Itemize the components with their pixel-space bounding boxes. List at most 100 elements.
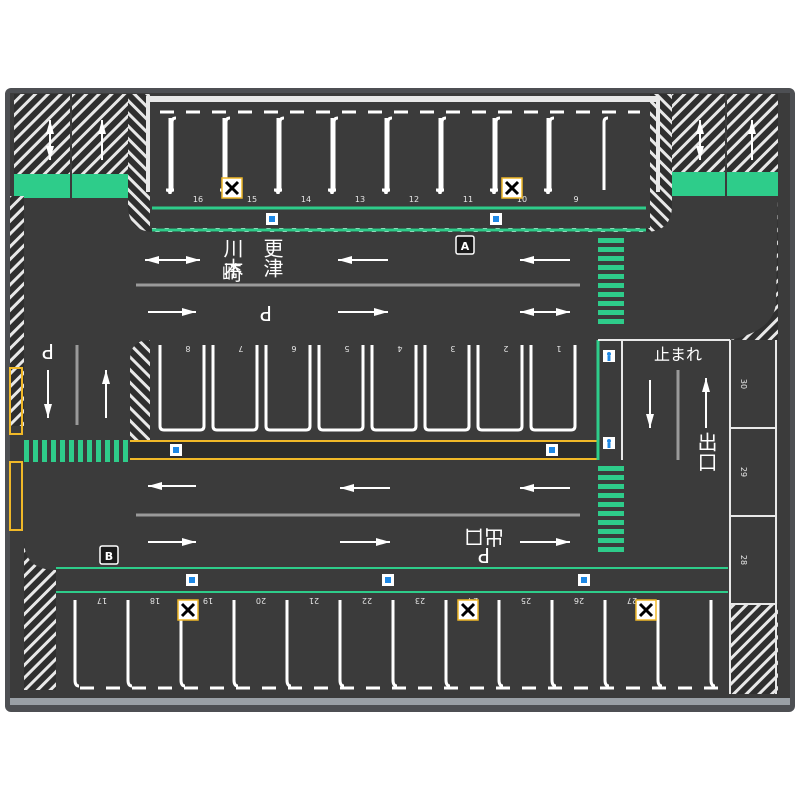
crosswalk-stripe [598,265,624,270]
road-arrow-icon [145,256,200,264]
ev-charging-icon [490,213,502,225]
stall-number: 27 [627,596,637,605]
stall-number: 1 [556,344,561,353]
stall-number: 2 [503,344,508,353]
stall-number: 3 [450,344,455,353]
parking-stall [327,118,337,195]
crosswalk-stripe [598,310,624,315]
left-yellow-edge [9,367,23,531]
pedestrian-icon [603,350,615,362]
road-text-3: 更津 [260,238,284,278]
crosswalk-stripe [60,440,65,462]
parking-stall [489,118,499,195]
parking-stall [211,345,259,432]
crosswalk-stripe [598,466,624,471]
stall-number: 18 [150,596,160,605]
crosswalk-stripe [598,292,624,297]
road-arrow-icon [748,120,756,160]
exit-text-rotated: 出口 [464,525,504,549]
stall-number: 6 [291,344,296,353]
stall-divider [386,116,393,190]
road-text-1: 川木 [220,238,244,278]
parking-p-top: P [260,301,272,325]
crosswalk-stripe [51,440,56,462]
crosswalk-stripe [24,440,29,462]
ev-charging-icon [170,444,182,456]
x-box-icon [221,177,243,199]
crosswalk-stripe [598,319,624,324]
stall-divider [285,600,292,688]
parking-stall [264,345,312,432]
stall-number: 23 [415,596,425,605]
stall-number: 11 [463,195,473,204]
stall-number: 22 [362,596,372,605]
crosswalk-stripe [598,502,624,507]
stall-number: 4 [397,344,402,353]
crosswalk-stripe [598,283,624,288]
stall-divider [494,116,501,190]
crosswalk-stripe [598,475,624,480]
left-bottom-hatch [24,540,56,690]
parking-stall [435,118,445,195]
road-arrow-icon [340,538,390,546]
ev-charging-icon [266,213,278,225]
road-arrow-icon [148,538,196,546]
crosswalk-stripe [42,440,47,462]
stall-divider [278,116,285,190]
right-upper-hatch [730,196,778,340]
parking-stall [273,118,283,195]
parking-stall [529,345,577,432]
stall-number: 21 [309,596,319,605]
top-road-text: 川木 崎 更津 [220,238,284,285]
road-arrows [44,120,756,546]
road-arrow-icon [696,120,704,160]
stall-divider [126,600,133,688]
section-a-label: A [461,240,470,253]
stall-divider [332,116,339,190]
crosswalk-stripe [69,440,74,462]
parking-stall [423,345,471,432]
stall-number: 13 [355,195,365,204]
crosswalk-stripe [598,301,624,306]
crosswalk-stripe [96,440,101,462]
road-arrow-icon [46,120,54,160]
top-left-road [14,94,128,198]
exit-text-vertical: 出口 [694,432,718,472]
crosswalk-stripe [598,529,624,534]
right-lower-hatch [730,604,778,694]
road-arrow-icon [102,370,110,418]
x-box-icon [177,599,199,621]
stall-number: 8 [185,344,190,353]
x-box-icon [501,177,523,199]
road-arrow-icon [340,484,390,492]
ev-signs [170,213,615,586]
stall-divider [550,600,557,688]
stall-divider [232,600,239,688]
crosswalk-stripe [598,274,624,279]
stall-divider [709,600,716,688]
crosswalk-right-top [598,238,624,324]
parking-stall [165,118,175,195]
road-arrow-icon [520,484,570,492]
stall-number: 30 [739,379,748,389]
island-left-hatch [130,340,150,440]
crosswalk-stripe [598,484,624,489]
pedestrian-icon [603,437,615,449]
stall-divider [603,600,610,688]
stall-number: 5 [344,344,349,353]
road-text-2: 崎 [222,261,242,285]
stall-number: 15 [247,195,257,204]
stall-number: 14 [301,195,311,204]
crosswalk-stripe [598,247,624,252]
stall-number: 17 [97,596,107,605]
road-arrow-icon [520,538,570,546]
central-island [130,339,730,460]
crosswalk-stripe [78,440,83,462]
road-arrow-icon [44,370,52,418]
stall-number: 28 [739,555,748,565]
crosswalk-stripe [114,440,119,462]
x-box-icon [457,599,479,621]
crosswalk-stripe [598,238,624,243]
